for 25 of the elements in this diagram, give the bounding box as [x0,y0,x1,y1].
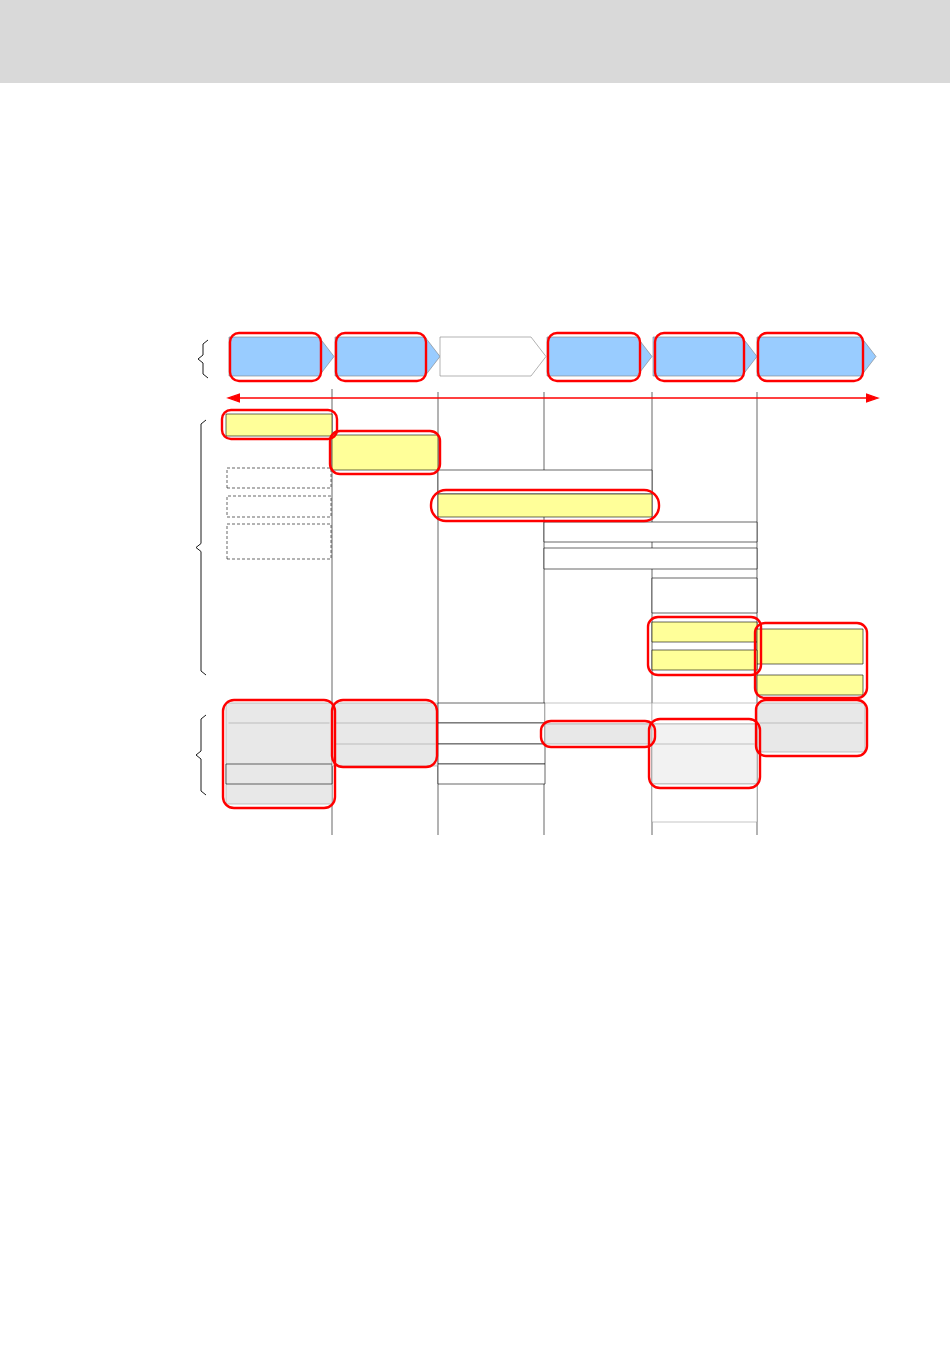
pentagon-box [652,336,758,377]
box [651,577,758,614]
box [437,743,546,765]
box [543,521,758,543]
pentagon-box [228,336,335,377]
bar [756,674,864,696]
bar [756,628,864,665]
box [651,783,758,823]
bar [651,621,758,643]
dashed-box [226,467,332,489]
pentagon-box [756,336,877,377]
bar [437,493,653,518]
bar [651,649,758,671]
box [437,763,546,785]
pentagon-box [546,336,653,377]
bar [225,413,333,437]
dashed-box [226,495,332,518]
shaded-box [225,763,333,785]
pentagon-box [439,336,547,377]
box [437,702,546,724]
shaded-box [651,723,758,785]
dashed-box [226,523,332,560]
box [437,469,653,495]
box [543,547,758,570]
pentagon-box [334,336,441,377]
